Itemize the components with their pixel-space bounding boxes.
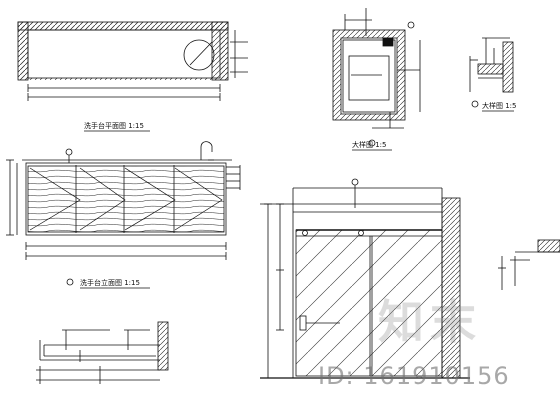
sink-plan-label: 洗手台平面图 1:15 — [84, 121, 144, 130]
watermark-logo-text: 知末 — [378, 295, 482, 349]
detail-marker — [368, 139, 376, 147]
detail-marker — [471, 100, 479, 108]
profile-detail — [36, 321, 169, 384]
sink-plan-view — [17, 21, 248, 101]
watermark-id-text: ID: 161910156 — [318, 362, 510, 390]
section-a-label: 大样图 1:5 — [352, 140, 387, 149]
sink-elevation-label: 洗手台立面图 1:15 — [80, 278, 140, 287]
shower-door-elevation — [260, 178, 470, 379]
sink-elevation-view — [6, 141, 241, 260]
detail-marker — [66, 278, 74, 286]
edge-detail — [469, 37, 514, 93]
corner-detail — [498, 239, 560, 290]
section-b-label: 大样图 1:5 — [482, 101, 517, 110]
cabinet-section — [332, 8, 421, 129]
